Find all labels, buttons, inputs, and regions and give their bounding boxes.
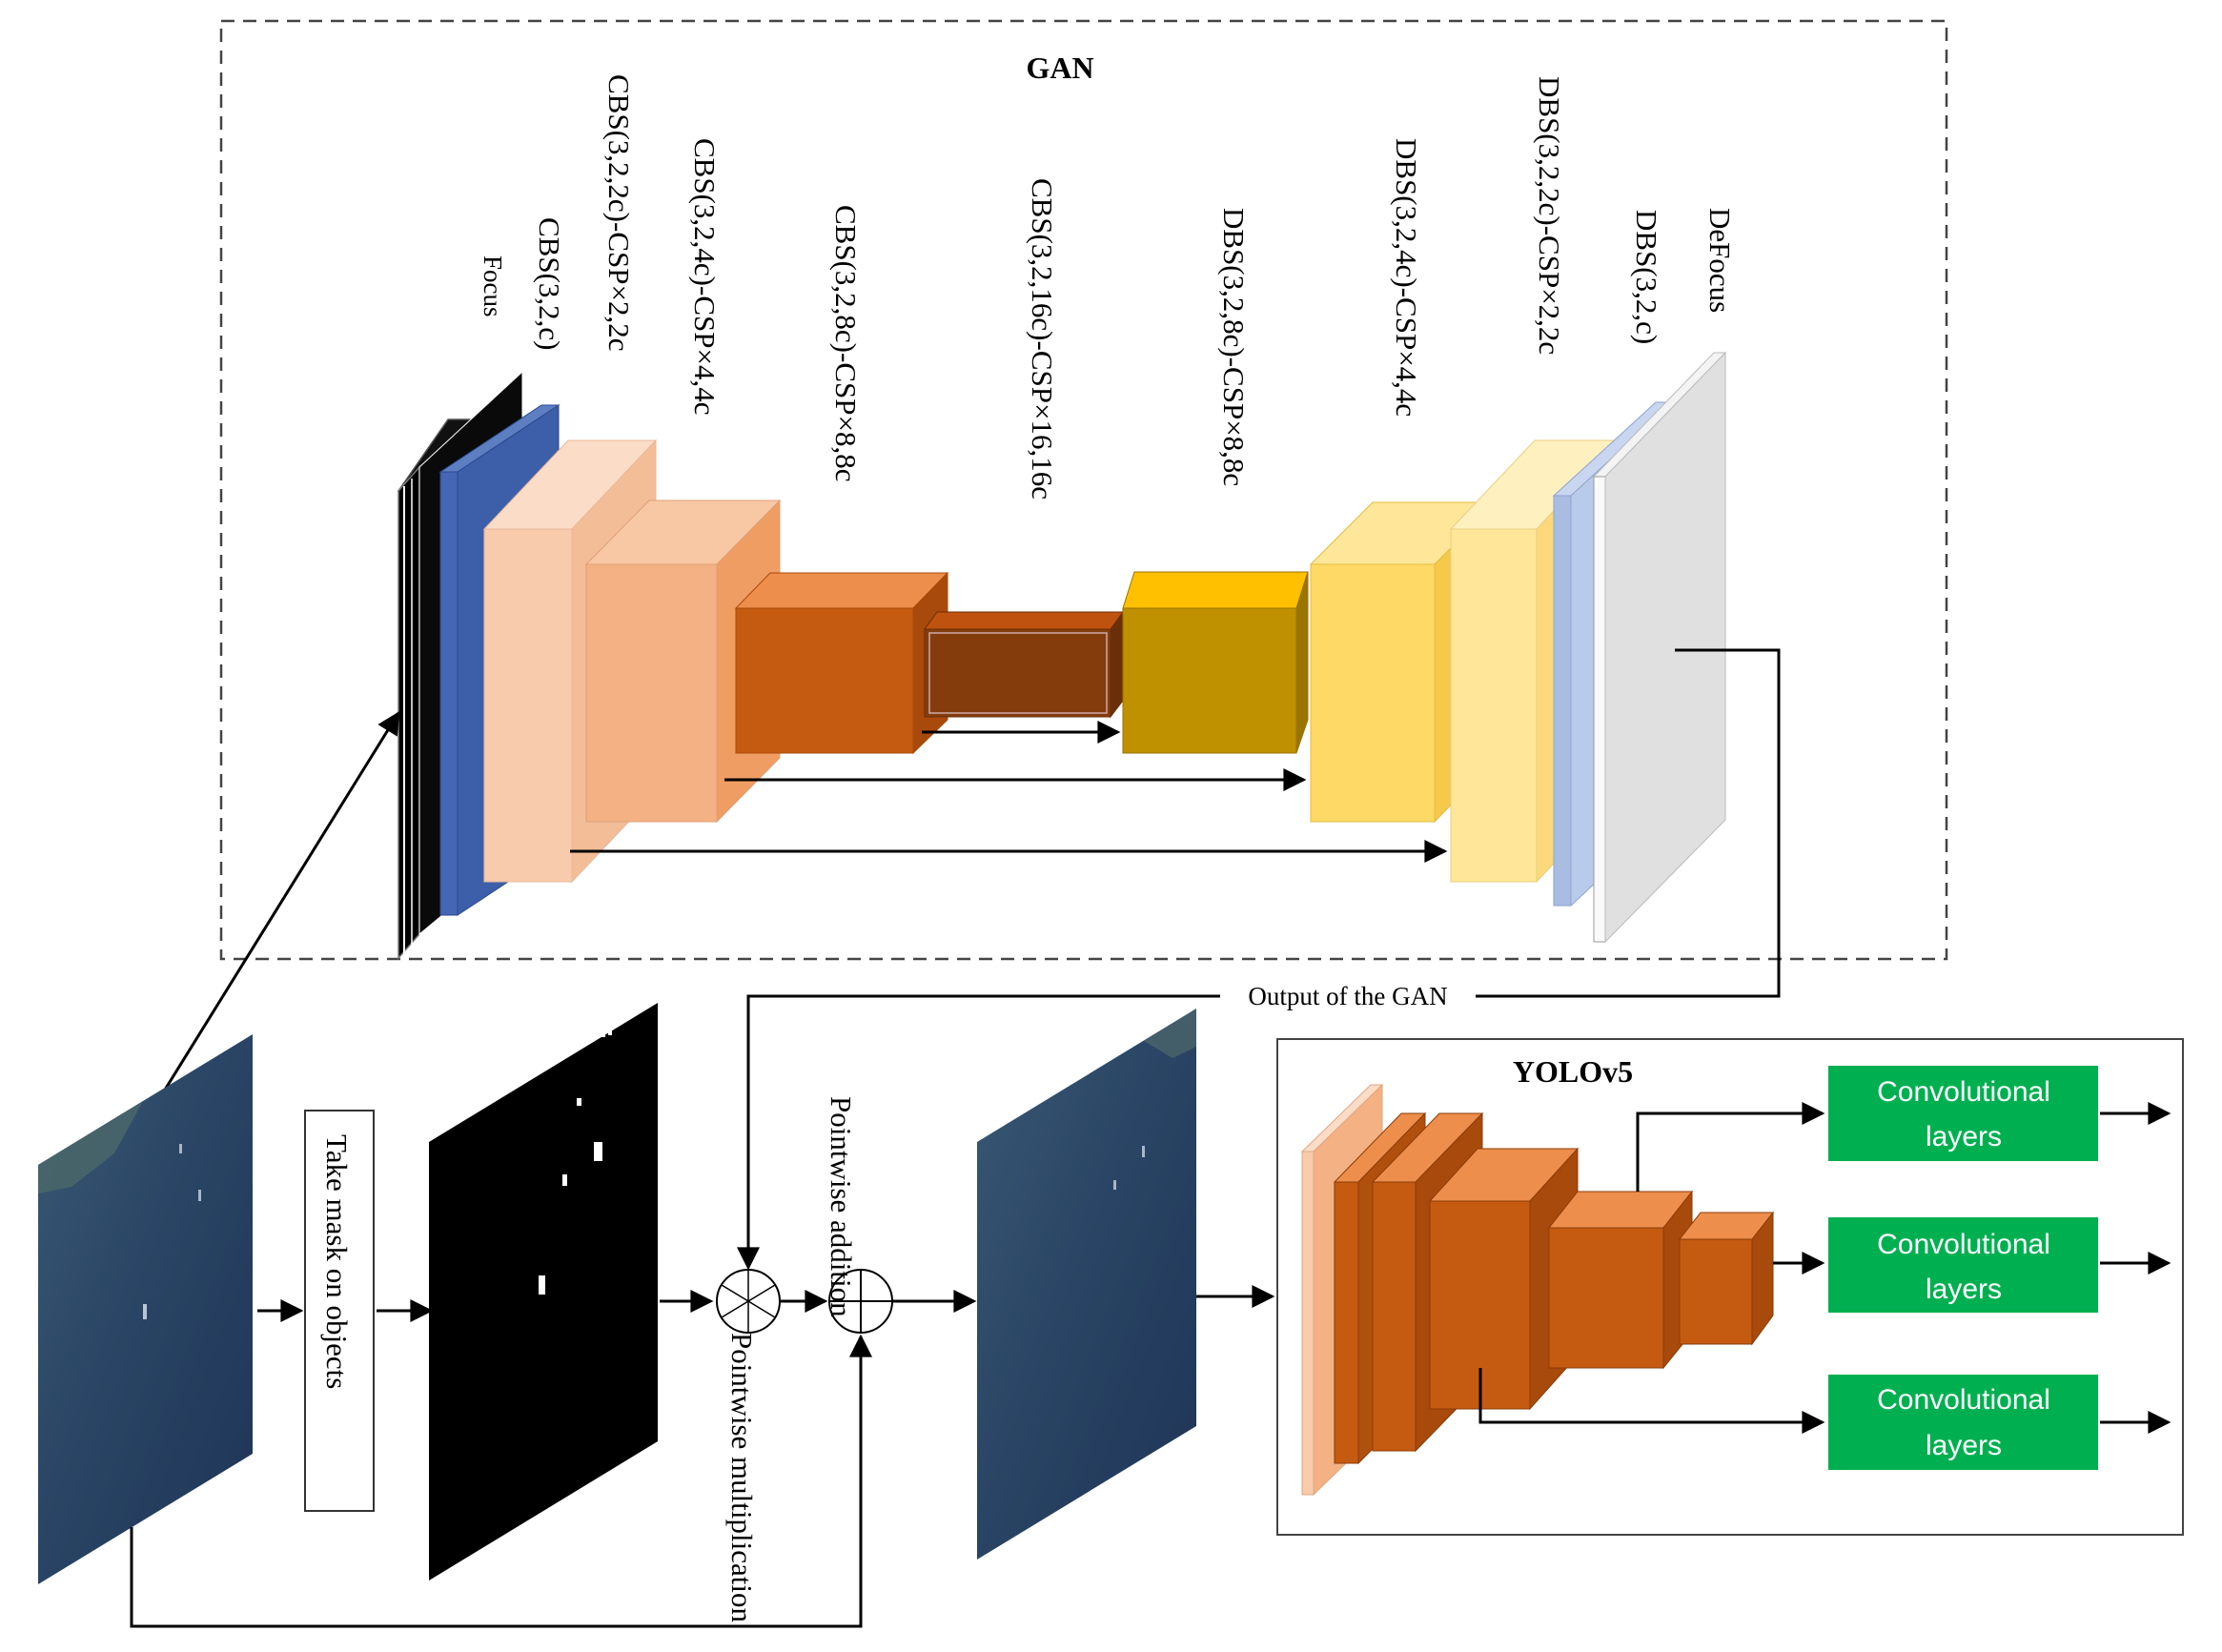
take-mask-box: Take mask on objects (304, 1110, 375, 1512)
gan-skip-connections (570, 721, 1448, 863)
mask-image (429, 1003, 658, 1581)
yolo-frame (1276, 1038, 2184, 1536)
pointwise-multiplication-op (716, 1269, 781, 1334)
gan-layer-dbs-8c (1122, 571, 1309, 754)
input-to-gan-arrow (160, 710, 400, 1095)
gan-labels: Focus CBS(3,2,c) CBS(3,2,2c)-CSP×2,2c CB… (479, 74, 1737, 500)
conv-head-1: Convolutional layers (1828, 1066, 2098, 1161)
pointwise-addition-op (828, 1269, 893, 1334)
conv-head-3-line2: layers (1926, 1430, 2002, 1461)
yolo-connectors (1478, 1102, 2171, 1434)
gan-title: GAN (1026, 51, 1093, 85)
conv-head-1-line1: Convolutional (1877, 1076, 2050, 1108)
conv-head-1-line2: layers (1926, 1121, 2002, 1152)
label-focus: Focus (479, 255, 507, 317)
gan-layer-defocus (1592, 351, 1727, 944)
label-cbs-8c: CBS(3,2,8c)-CSP×8,8c (829, 205, 863, 481)
conv-head-3-line1: Convolutional (1877, 1384, 2050, 1416)
label-dbs-8c: DBS(3,2,8c)-CSP×8,8c (1217, 208, 1251, 486)
yolo-backbone (1300, 1083, 1775, 1497)
conv-head-3: Convolutional layers (1828, 1375, 2098, 1470)
input-to-addition-path (130, 1334, 872, 1628)
label-dbs-4c: DBS(3,2,4c)-CSP×4,4c (1390, 138, 1423, 417)
label-dbs-c: DBS(3,2,c) (1630, 210, 1663, 344)
gan-layer-cbs-8c (734, 571, 949, 755)
gan-output-label: Output of the GAN (1248, 982, 1447, 1010)
label-cbs-c: CBS(3,2,c) (533, 217, 566, 351)
pointwise-addition-label: Pointwise addition (825, 1096, 858, 1317)
yolo-connector-bottom (1478, 1368, 1825, 1434)
input-satellite-image (38, 1034, 253, 1584)
conv-head-2-line2: layers (1926, 1274, 2002, 1305)
label-defocus: DeFocus (1703, 208, 1737, 313)
label-cbs-2c: CBS(3,2,2c)-CSP×2,2c (602, 74, 636, 351)
conv-head-2-line1: Convolutional (1877, 1229, 2050, 1260)
enhanced-satellite-image (977, 1009, 1196, 1560)
pointwise-multiplication-label: Pointwise multiplication (725, 1333, 759, 1622)
gan-output-path (737, 648, 1781, 1271)
gan-output-label-bg (1220, 980, 1476, 1012)
yolo-connector-top (1636, 1102, 1825, 1192)
label-dbs-2c: DBS(3,2,2c)-CSP×2,2c (1533, 76, 1566, 355)
gan-frame (219, 19, 1948, 961)
yolo-title: YOLOv5 (1513, 1054, 1633, 1089)
take-mask-label: Take mask on objects (320, 1134, 354, 1389)
gan-layer-cbs-16c (924, 610, 1124, 719)
conv-head-2: Convolutional layers (1828, 1217, 2098, 1313)
label-cbs-16c: CBS(3,2,16c)-CSP×16,16c (1026, 178, 1059, 500)
label-cbs-4c: CBS(3,2,4c)-CSP×4,4c (688, 138, 722, 415)
